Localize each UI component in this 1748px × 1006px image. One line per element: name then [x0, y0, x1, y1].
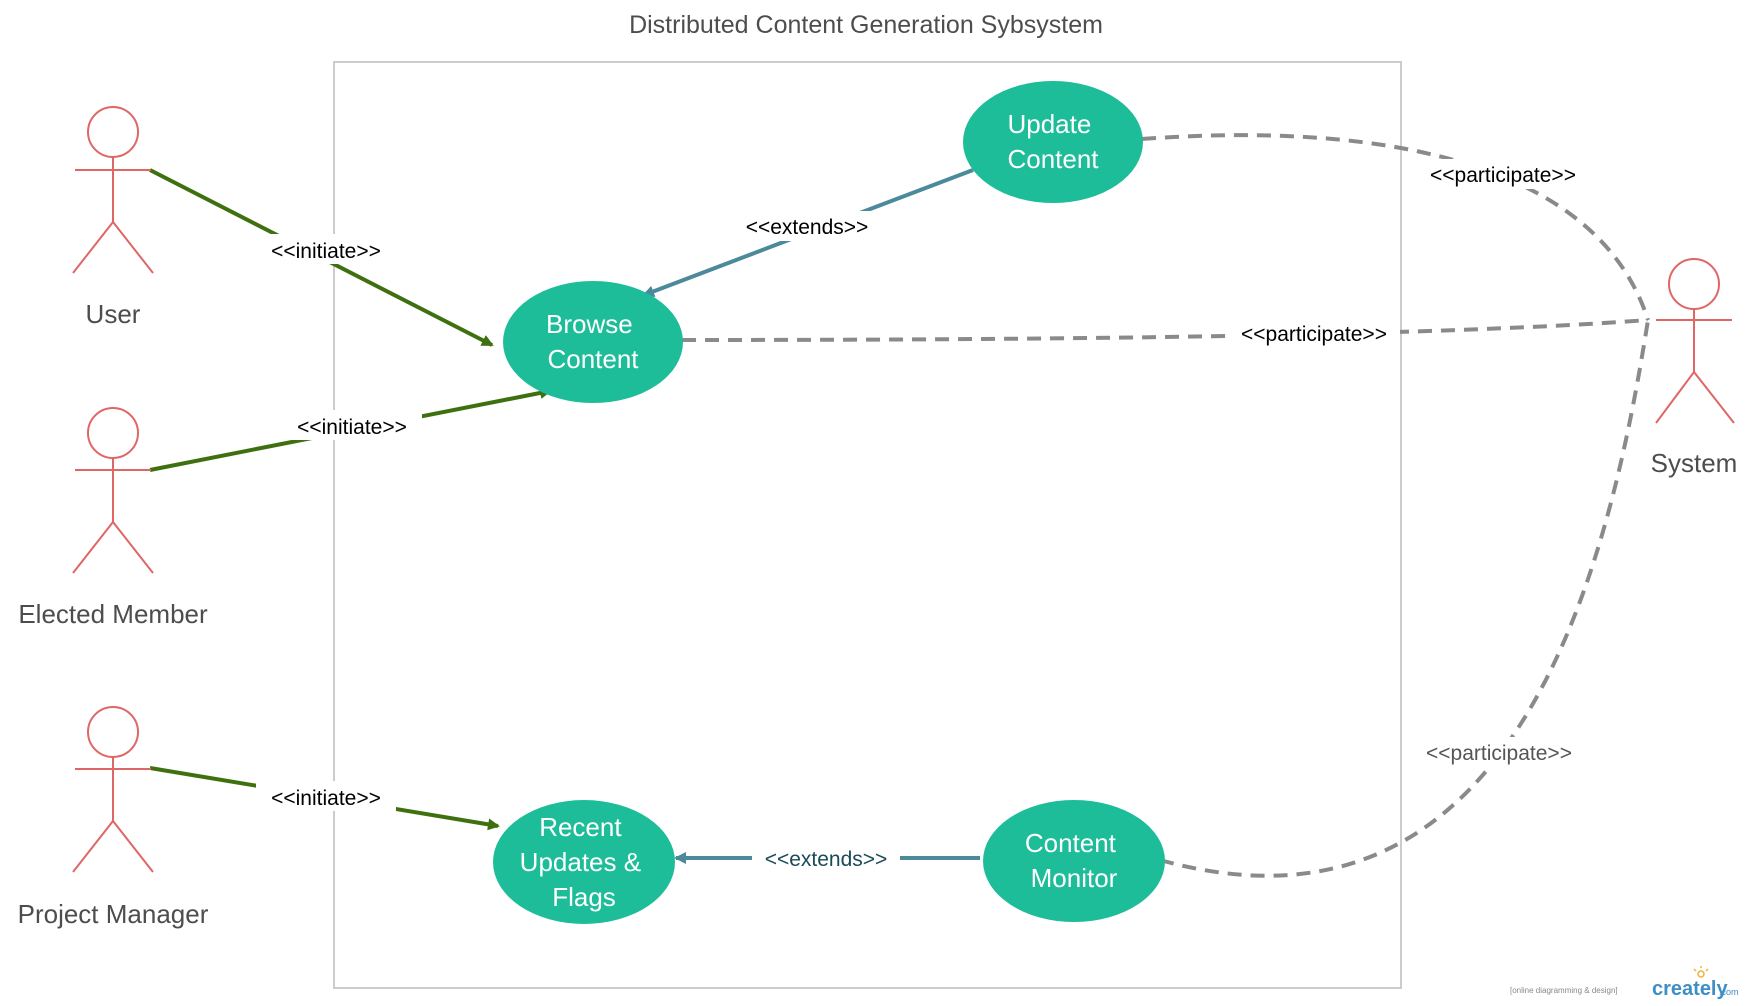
- label-initiate-elected: <<initiate>>: [297, 416, 407, 439]
- edge-browse-system[interactable]: [681, 318, 1649, 342]
- use-case-shape: [963, 81, 1143, 203]
- use-case-label: Browse Content: [546, 309, 640, 374]
- edge-labels: <<initiate>> <<initiate>> <<initiate>> <…: [256, 159, 1590, 873]
- use-case-recent-updates-flags[interactable]: Recent Updates & Flags: [493, 800, 675, 924]
- use-case-update-content[interactable]: Update Content: [963, 81, 1143, 203]
- actor-user[interactable]: User: [72, 106, 154, 329]
- label-initiate-pm: <<initiate>>: [271, 787, 381, 810]
- actor-elected-member[interactable]: Elected Member: [18, 407, 208, 629]
- stick-figure-icon: [72, 407, 154, 574]
- use-case-shape: [983, 800, 1165, 922]
- label-participate-update: <<participate>>: [1430, 164, 1576, 187]
- label-extends-monitor: <<extends>>: [765, 848, 888, 871]
- use-case-shape: [493, 800, 675, 924]
- label-initiate-user: <<initiate>>: [271, 240, 381, 263]
- creately-watermark: [online diagramming & design] creately .…: [1510, 966, 1739, 1000]
- system-boundary: [333, 61, 1402, 989]
- stick-figure-icon: [72, 106, 154, 274]
- actor-system[interactable]: System: [1651, 258, 1738, 478]
- use-case-shape: [503, 281, 683, 403]
- actor-label: Project Manager: [18, 899, 209, 929]
- actor-project-manager[interactable]: Project Manager: [18, 706, 209, 929]
- use-case-browse-content[interactable]: Browse Content: [503, 281, 683, 403]
- use-case-label: Content Monitor: [1025, 828, 1123, 893]
- actor-label: Elected Member: [18, 599, 208, 629]
- stick-figure-icon: [72, 706, 154, 873]
- label-extends-update: <<extends>>: [746, 216, 869, 239]
- watermark-brand: creately: [1652, 978, 1728, 1000]
- edge-monitor-system[interactable]: [1159, 319, 1650, 878]
- sun-logo-icon: [1693, 966, 1709, 978]
- diagram-title: Distributed Content Generation Sybsystem: [629, 11, 1103, 39]
- use-case-label: Recent Updates & Flags: [520, 812, 649, 912]
- actor-label: System: [1651, 448, 1738, 478]
- label-participate-browse: <<participate>>: [1241, 323, 1387, 346]
- use-case-label: Update Content: [1007, 109, 1099, 174]
- actor-label: User: [86, 299, 141, 329]
- label-participate-monitor: <<participate>>: [1426, 742, 1572, 765]
- stick-figure-icon: [1655, 258, 1735, 424]
- watermark-tagline: [online diagramming & design]: [1510, 986, 1618, 995]
- use-case-content-monitor[interactable]: Content Monitor: [983, 800, 1165, 922]
- watermark-domain: .com: [1719, 987, 1739, 997]
